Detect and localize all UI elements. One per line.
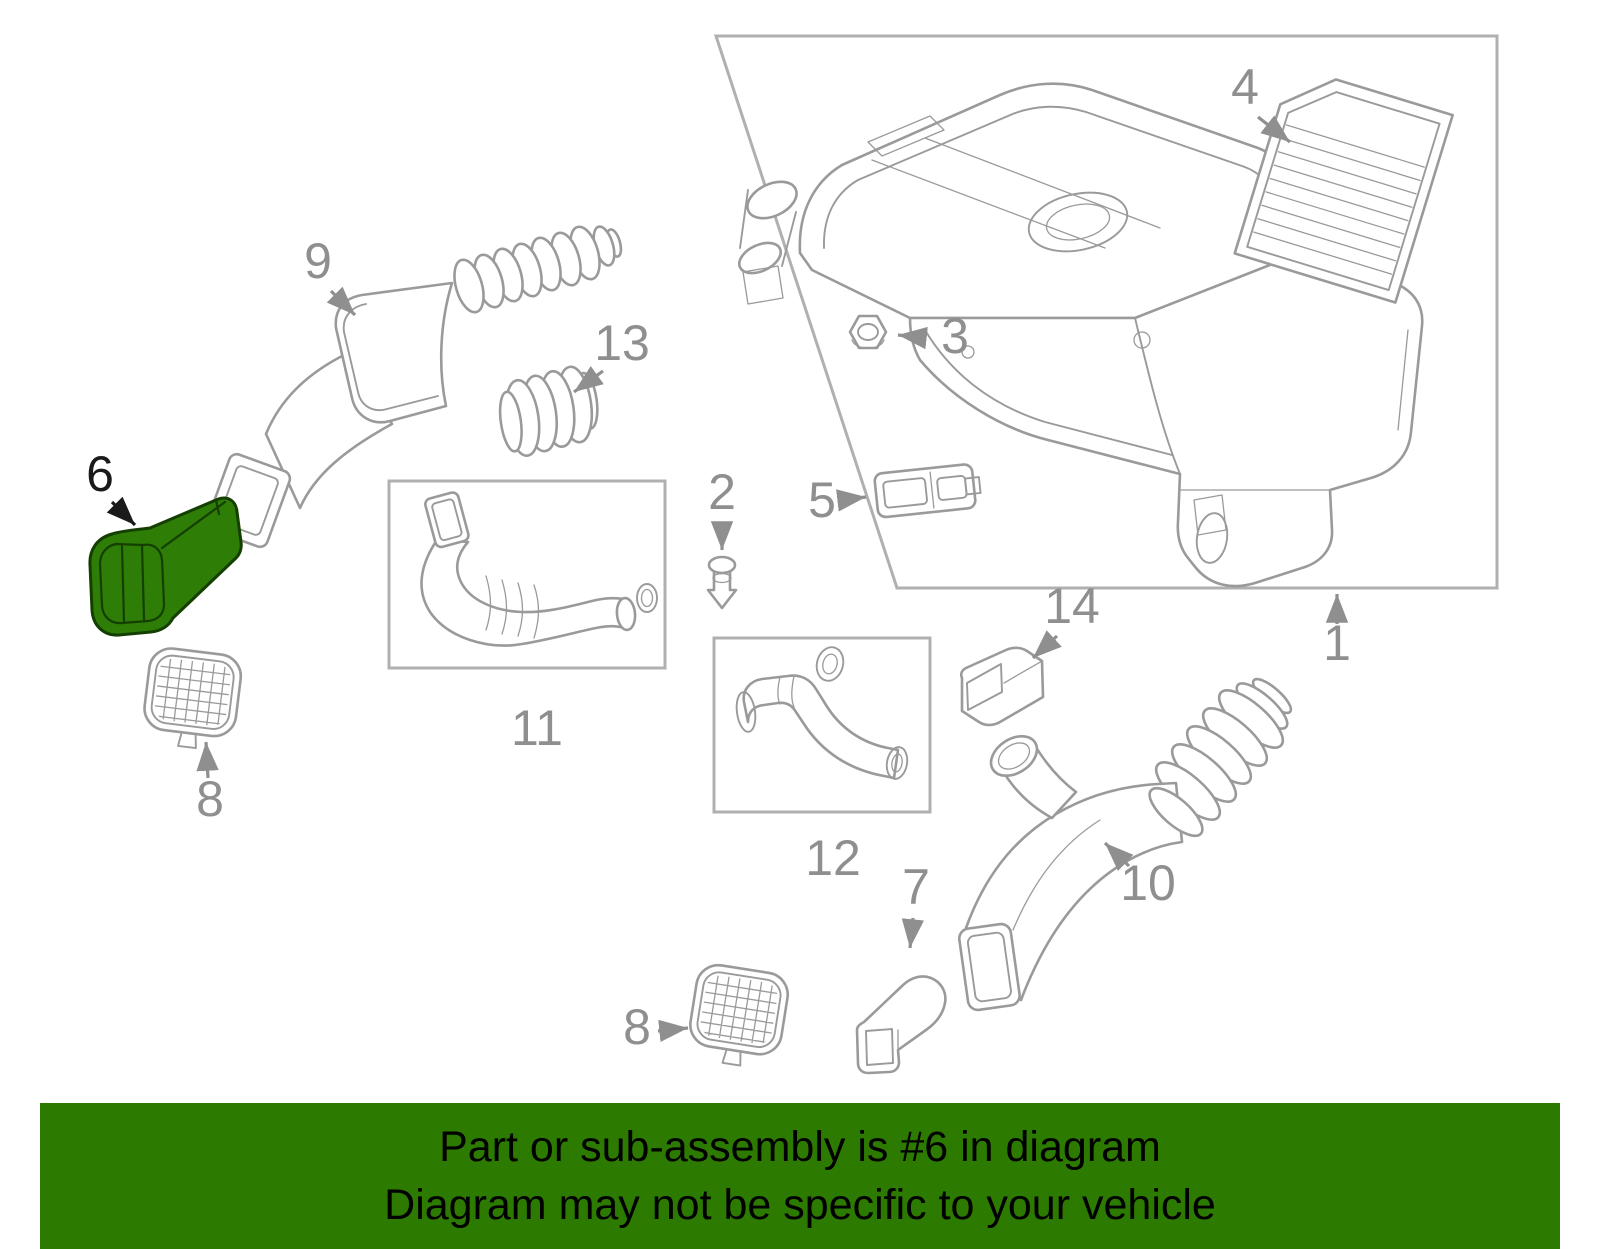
part-3-nut (848, 314, 888, 350)
callout-number: 5 (808, 472, 836, 528)
callout-14: 14 (1031, 578, 1100, 660)
part-2-clip (706, 555, 738, 610)
callout-number: 10 (1120, 855, 1176, 911)
part-11-group-box (387, 479, 667, 670)
callout-5: 5 (808, 472, 867, 528)
callout-number: 8 (623, 999, 651, 1055)
callout-3: 3 (897, 308, 969, 364)
part-7-air-duct (855, 975, 947, 1075)
part-8-grille-bottom (685, 962, 791, 1071)
callout-number: 11 (511, 700, 563, 756)
callout-number: 13 (594, 315, 650, 371)
callout-number: 12 (805, 830, 861, 886)
callout-11: 11 (511, 700, 563, 756)
part-8-grille-left (140, 646, 243, 752)
part-12-intake-hose (735, 646, 909, 780)
part-5-air-mass-sensor (873, 463, 982, 519)
callout-12: 12 (805, 830, 861, 886)
callout-number: 8 (196, 771, 224, 827)
callout-number: 9 (304, 233, 332, 289)
callout-number: 7 (902, 859, 930, 915)
part-1-group-box (713, 34, 1499, 590)
callout-number: 1 (1323, 615, 1351, 671)
callout-number: 14 (1044, 578, 1100, 634)
callout-10: 10 (1103, 841, 1176, 911)
part-10-outlet-duct (957, 677, 1293, 1012)
callout-13: 13 (573, 315, 650, 394)
callout-number: 3 (941, 308, 969, 364)
banner-line-1: Part or sub-assembly is #6 in diagram (439, 1122, 1161, 1171)
highlight-note-banner: Part or sub-assembly is #6 in diagram Di… (40, 1103, 1560, 1249)
callout-6: 6 (86, 446, 137, 527)
part-14-connector-duct (959, 646, 1045, 727)
part-12-group-box (712, 636, 932, 814)
callout-number: 4 (1231, 59, 1259, 115)
callout-8-left: 8 (196, 741, 224, 827)
callout-1: 1 (1323, 594, 1351, 671)
callout-9: 9 (304, 233, 357, 317)
callout-7: 7 (901, 859, 930, 949)
part-6-intake-duct-highlighted (88, 496, 243, 637)
part-13-boot (498, 365, 599, 457)
callout-2: 2 (708, 464, 736, 550)
part-11-intake-hose (420, 491, 658, 647)
callout-4: 4 (1231, 59, 1291, 144)
callout-8-bottom: 8 (623, 999, 689, 1055)
callout-number: 6 (86, 446, 114, 502)
banner-line-2: Diagram may not be specific to your vehi… (384, 1181, 1216, 1229)
callout-number: 2 (708, 464, 736, 520)
